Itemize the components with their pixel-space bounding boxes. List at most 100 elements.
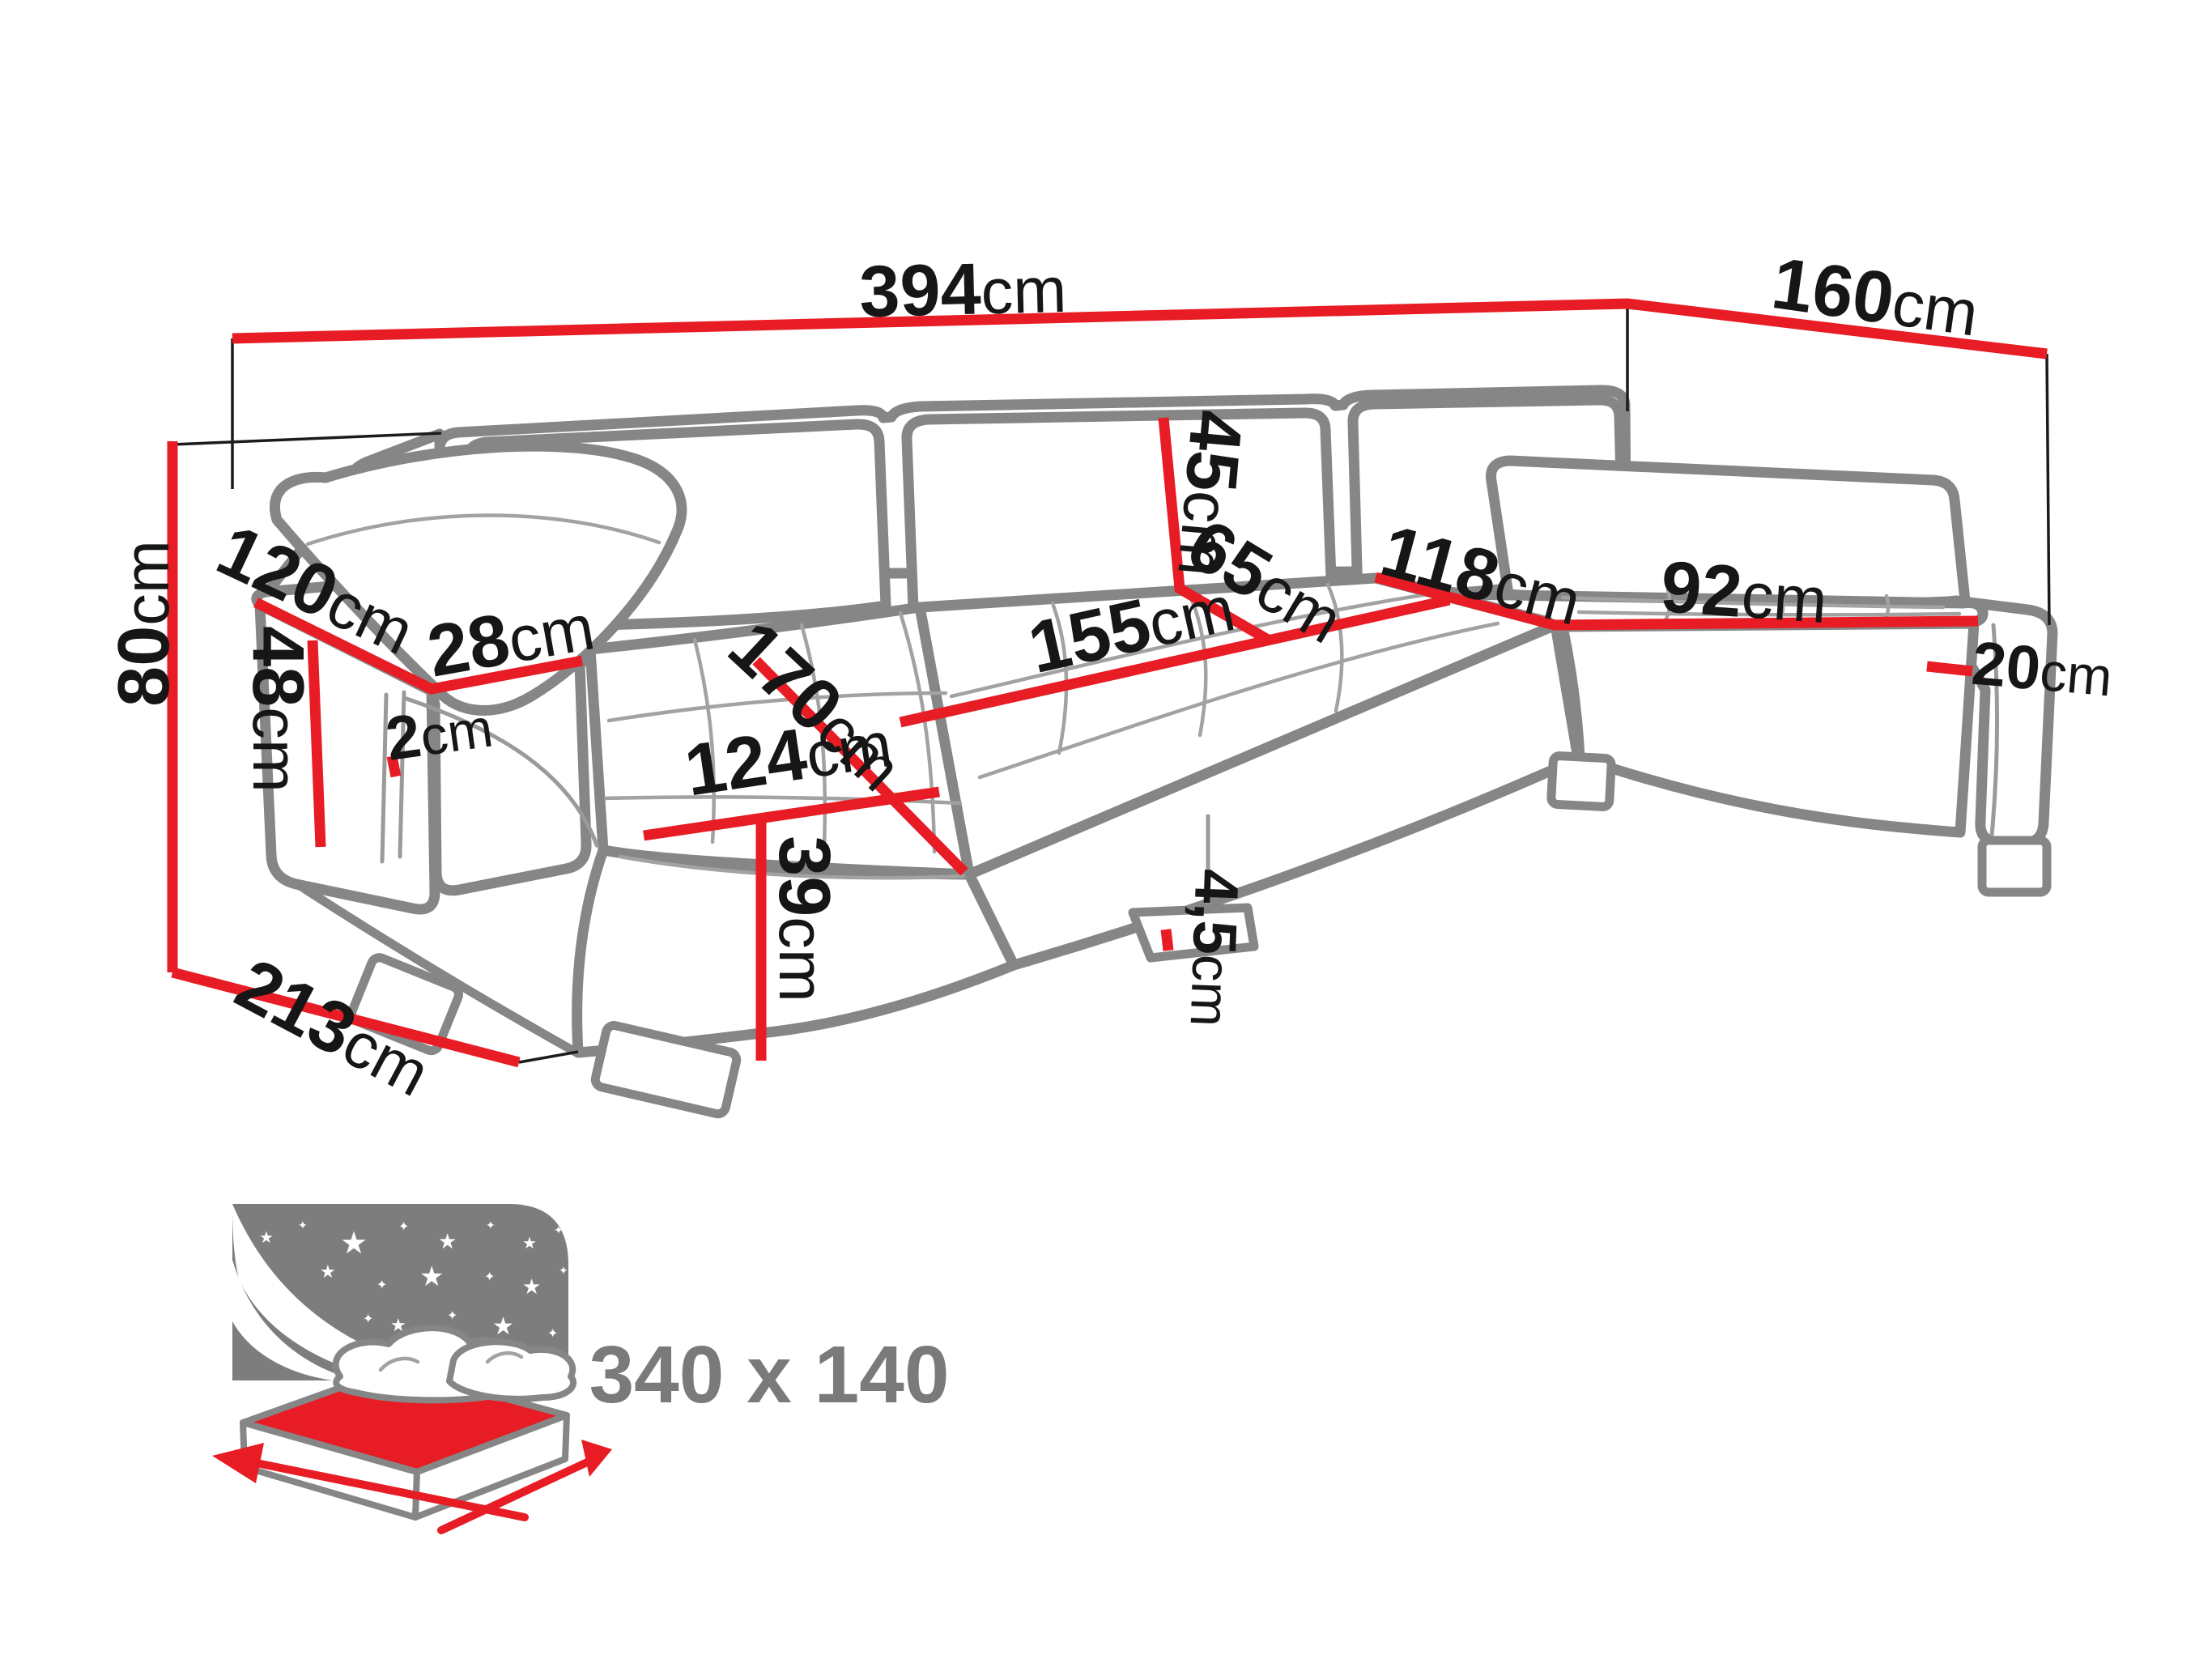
dim-middle-seat-width-line [899, 594, 1451, 728]
dim-unit: cm [1179, 954, 1242, 1028]
tuft-line [1325, 582, 1344, 713]
dim-unit: cm [1888, 266, 1983, 350]
dim-right-armrest-tick [1926, 661, 1973, 677]
sleeping-area-label: 340 x 140 [589, 1329, 950, 1420]
dim-height-label: 80cm [104, 540, 185, 707]
dim-seat-height-label: 39cm [764, 836, 844, 1002]
dim-unit: cm [1164, 488, 1244, 580]
moon-curtain-sweep-small [232, 1260, 366, 1383]
dim-leg-height-tick [1160, 929, 1174, 951]
dim-unit: cm [503, 590, 599, 676]
pillow-seam [305, 513, 661, 547]
star-icon: ✦ [554, 1224, 564, 1237]
dimension-labels: 394cm 160cm 80cm 120cm 28cm 48cm 2cm 213… [104, 243, 2115, 1420]
dim-unit: cm [766, 917, 838, 1002]
star-icon: ✦ [298, 1219, 308, 1232]
bed-length-arrow [437, 1453, 602, 1534]
dim-gap-tick [386, 755, 402, 778]
tuft-line [692, 637, 716, 844]
tuft-line [949, 591, 1436, 699]
armrest-gap-line [398, 690, 406, 859]
star-icon: ★ [522, 1233, 537, 1253]
extension-line [2045, 353, 2051, 626]
pillow [270, 440, 687, 716]
bed-pillow [446, 1338, 577, 1402]
dim-value: 394 [858, 249, 982, 333]
dim-armrest-line [253, 598, 584, 695]
star-icon: ✦ [486, 1219, 496, 1232]
dim-leg-height-label: 4,5cm [1177, 868, 1252, 1028]
sofa-foot [590, 1021, 742, 1119]
dim-value: 48 [237, 626, 318, 707]
bed-length-arrowhead [581, 1440, 612, 1477]
seat-arm-roll [402, 696, 599, 848]
tuft-line [1050, 601, 1069, 755]
extension-line [518, 1050, 579, 1064]
dim-value: 80 [104, 626, 185, 707]
dim-armrest-height-label: 48cm [237, 626, 318, 793]
dim-chaise-front-width-line [643, 786, 940, 841]
dim-right-seat-width-label: 92cm [1658, 547, 1830, 639]
star-icon: ✦ [363, 1311, 373, 1326]
star-icon: ★ [320, 1262, 336, 1283]
star-icon: ✦ [547, 1325, 558, 1341]
left-armrest-front-face [426, 658, 592, 896]
star-icon: ✦ [376, 1277, 387, 1292]
dim-value: 39 [764, 836, 844, 917]
dim-depth-right-label: 160cm [1767, 243, 1984, 352]
tuft-line [1188, 593, 1208, 738]
dim-back-cushion-height-label: 45cm [1162, 407, 1257, 581]
dim-unit: cm [2037, 641, 2114, 708]
mattress-side-right [412, 1412, 570, 1521]
dim-unit: cm [110, 540, 182, 626]
star-icon: ★ [419, 1261, 444, 1293]
star-icon: ★ [492, 1312, 514, 1341]
dim-value: 124 [680, 714, 812, 812]
dim-armrest-height-line [307, 640, 326, 848]
dim-width-total-line [232, 298, 2048, 359]
star-icon: ✦ [447, 1308, 457, 1323]
dim-value: 160 [1767, 243, 1899, 340]
dim-unit: cm [1739, 559, 1830, 636]
dim-unit: cm [416, 697, 496, 768]
extension-lines [172, 304, 2051, 1064]
pillow-detail [485, 1351, 524, 1364]
star-icon: ★ [259, 1227, 274, 1247]
dim-armrest-width-label: 28cm [422, 584, 600, 692]
tuft-line [606, 691, 948, 723]
pillow-detail [378, 1356, 420, 1372]
star-icon: ✦ [484, 1269, 495, 1284]
dim-value: 92 [1658, 547, 1745, 633]
dim-unit: cm [240, 707, 312, 793]
tuft-line [618, 854, 966, 880]
dim-depth-left-line [171, 967, 521, 1068]
sofa-foot [1546, 751, 1616, 811]
bed-width-arrowhead [212, 1443, 264, 1483]
dim-width-total-label: 394cm [858, 247, 1067, 333]
dim-unit: cm [981, 253, 1068, 328]
dim-unit: cm [801, 708, 896, 792]
star-icon: ★ [438, 1230, 457, 1254]
star-icon: ★ [522, 1275, 541, 1300]
dim-value: 4,5 [1180, 868, 1252, 956]
dim-chaise-length-line [752, 657, 968, 876]
middle-front-face [963, 619, 1584, 971]
armrest-gap-line [380, 692, 389, 864]
dim-value: 28 [422, 599, 516, 693]
star-icon: ✦ [398, 1219, 409, 1234]
bed-function-icon: ★ ✦ ★ ✦ ★ ✦ ★ ✦ ★ ✦ ★ ✦ ★ ✦ ✦ ★ ✦ ★ ✦ ★ … [212, 1204, 612, 1534]
dim-chaise-front-width-label: 124cm [680, 701, 897, 812]
tuft-line [1576, 610, 1962, 617]
dim-right-chaise-line [1374, 572, 1979, 631]
dim-right-armrest-width-label: 20cm [1969, 629, 2115, 710]
dim-right-chaise-length-label: 118cm [1373, 510, 1590, 640]
dimension-lines [167, 298, 2048, 1068]
star-icon: ✦ [559, 1265, 568, 1278]
left-armrest-outer-face [254, 599, 440, 915]
left-chaise-front-face [572, 844, 1019, 1058]
star-icon: ★ [340, 1225, 368, 1261]
extension-line [172, 432, 442, 446]
right-armrest-seam [1989, 623, 2000, 838]
tuft-line [603, 795, 963, 806]
